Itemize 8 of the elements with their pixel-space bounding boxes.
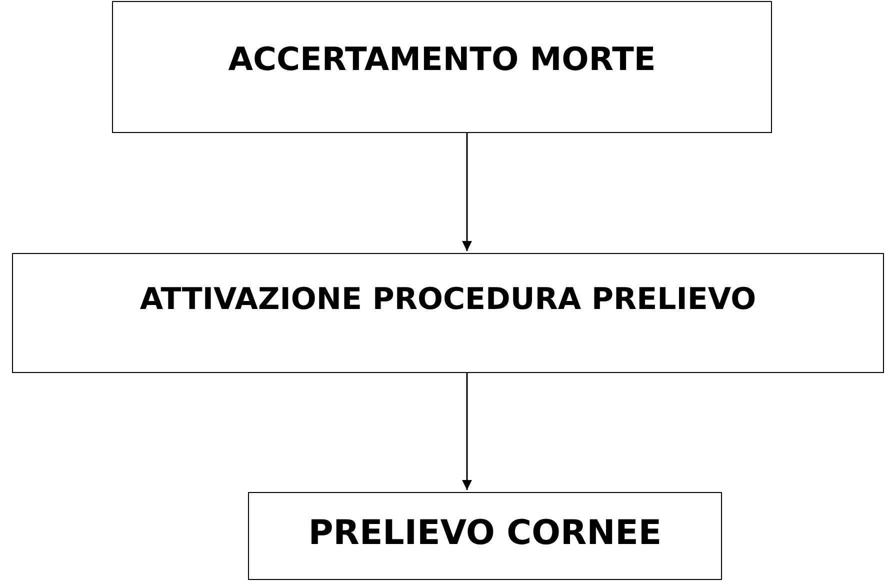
arrow <box>462 373 472 490</box>
arrow <box>462 133 472 251</box>
process-box <box>12 253 884 373</box>
process-box <box>112 1 772 133</box>
process-box <box>248 492 722 580</box>
box-label: ACCERTAMENTO MORTE <box>228 40 656 80</box>
box-label: PRELIEVO CORNEE <box>308 513 662 555</box>
box-label: ATTIVAZIONE PROCEDURA PRELIEVO <box>140 282 756 319</box>
